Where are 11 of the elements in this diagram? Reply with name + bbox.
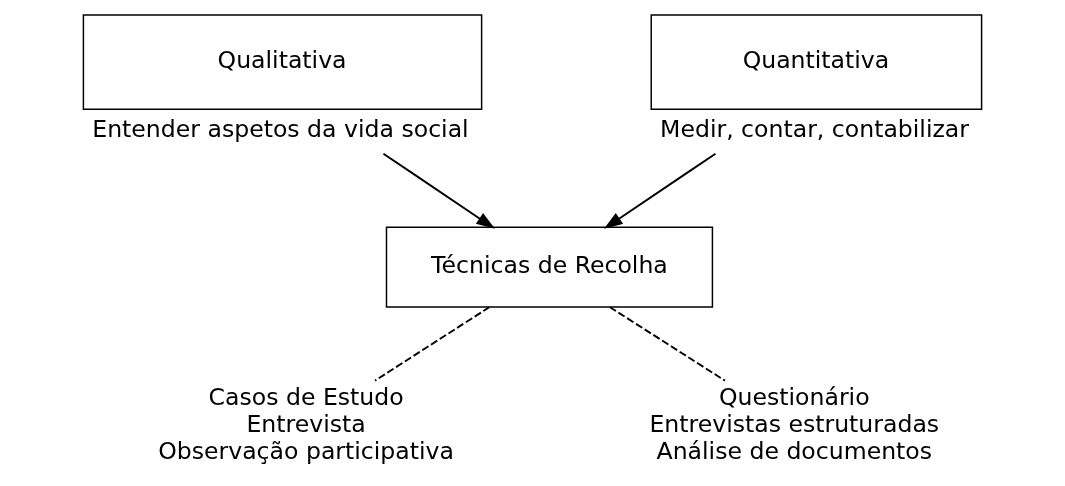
node-box: Técnicas de Recolha — [385, 226, 714, 308]
node-label: Medir, contar, contabilizar — [660, 114, 970, 143]
node-label: Entender aspetos da vida social — [92, 114, 469, 143]
node-box: Quantitativa — [650, 13, 983, 110]
arrow — [603, 152, 717, 229]
node-box: Qualitativa — [82, 13, 483, 110]
connector — [374, 305, 491, 382]
arrow — [382, 152, 495, 229]
connector — [609, 305, 726, 382]
node-text: Questionário Entrevistas estruturadas Análise de documentos — [649, 382, 940, 465]
node-text: Casos de Estudo Entrevista Observação participativa — [158, 382, 454, 465]
